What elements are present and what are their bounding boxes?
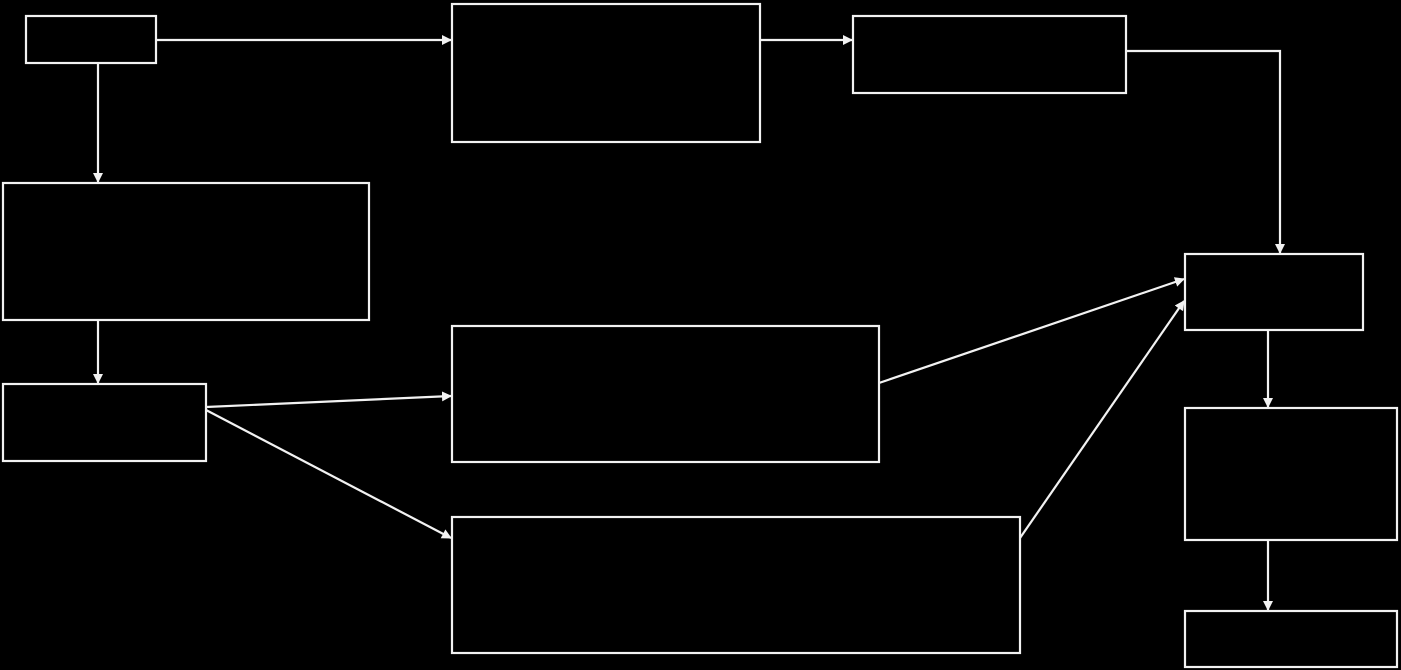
- node-n5: [1, 382, 208, 463]
- node-n5-box: [1, 382, 208, 463]
- node-n3-box: [851, 14, 1128, 95]
- edge-n5-n7: [205, 409, 452, 539]
- node-n4: [1, 181, 371, 322]
- node-n6: [450, 324, 881, 464]
- edges: [93, 35, 1285, 611]
- edge-n5-n6: [205, 391, 452, 409]
- node-n9-box: [1183, 406, 1399, 542]
- node-n8-box: [1183, 252, 1365, 332]
- edge-n7-n8: [1019, 300, 1185, 539]
- edge-n3-n8: [1127, 49, 1285, 254]
- node-n2: [450, 2, 762, 144]
- edge-n6-n8: [878, 277, 1185, 385]
- node-n3: [851, 14, 1128, 95]
- node-n1: [24, 14, 158, 65]
- node-n10: [1183, 609, 1399, 669]
- node-n4-box: [1, 181, 371, 322]
- node-n2-box: [450, 2, 762, 144]
- node-n7-box: [450, 515, 1022, 655]
- node-n9: [1183, 406, 1399, 542]
- node-n6-box: [450, 324, 881, 464]
- node-n7: [450, 515, 1022, 655]
- node-n8: [1183, 252, 1365, 332]
- node-n1-box: [24, 14, 158, 65]
- node-n10-box: [1183, 609, 1399, 669]
